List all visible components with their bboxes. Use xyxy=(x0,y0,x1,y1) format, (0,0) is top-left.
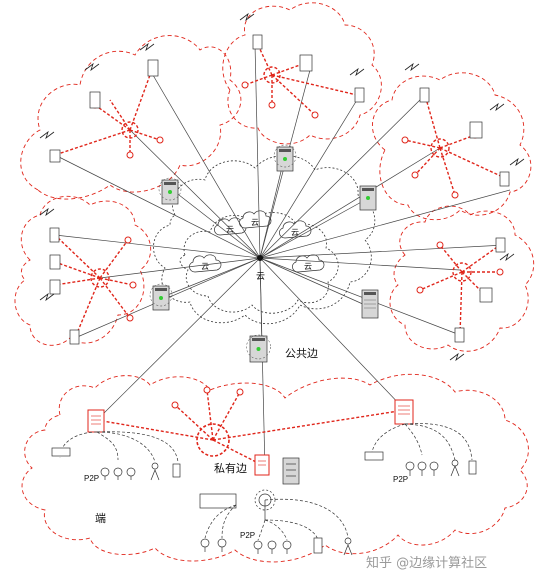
edge-servers xyxy=(149,144,379,363)
device-icon xyxy=(419,87,430,103)
region-right xyxy=(389,205,535,352)
device-icon xyxy=(354,87,365,103)
terminal-label: 端 xyxy=(95,512,106,525)
p2p-label-bottom: P2P xyxy=(240,531,255,540)
device-icon xyxy=(69,329,80,345)
document-icon xyxy=(394,399,414,425)
terminal-group-bottom xyxy=(199,457,353,556)
document-icon xyxy=(87,409,105,433)
hub-spokes xyxy=(54,44,511,471)
terminal-group-right xyxy=(364,423,477,477)
edge-hubs xyxy=(54,44,506,466)
region-top-left xyxy=(20,35,242,200)
server-icon xyxy=(361,289,379,319)
region-bottom xyxy=(21,373,529,563)
wireless-icons xyxy=(39,12,525,362)
server-icon xyxy=(246,334,271,363)
device-icon xyxy=(499,171,510,187)
doc-lines xyxy=(91,405,410,466)
devices xyxy=(49,34,510,345)
private-edge-docs xyxy=(87,399,414,476)
cloud-label: 云 xyxy=(201,262,209,271)
edge-hub xyxy=(452,262,472,282)
central-cloud xyxy=(153,155,376,324)
device-icon xyxy=(454,327,465,343)
edge-hub xyxy=(430,138,450,158)
device-icon xyxy=(89,91,101,109)
region-left xyxy=(14,195,152,346)
public-edge-label: 公共边 xyxy=(285,347,318,360)
server-icon xyxy=(149,283,173,311)
device-icon xyxy=(299,54,313,72)
device-icon xyxy=(49,279,61,295)
center-hub xyxy=(257,255,263,261)
device-icon xyxy=(495,237,506,253)
device-icon xyxy=(252,34,263,50)
server-icon xyxy=(158,177,182,205)
cloud-label: 云 xyxy=(291,228,299,237)
cloud-label: 云 xyxy=(304,262,312,271)
device-icon xyxy=(49,254,61,270)
device-icon xyxy=(469,121,483,139)
cloud-label: 云 xyxy=(226,225,234,234)
center-cloud-label: 云 xyxy=(256,271,265,281)
watermark: 知乎 @边缘计算社区 xyxy=(366,555,487,571)
cloud-label: 云 xyxy=(251,218,259,227)
region-top-right xyxy=(371,72,532,221)
private-edge-label: 私有边 xyxy=(214,461,247,475)
device-icon xyxy=(147,59,159,77)
private-edge-hub xyxy=(196,423,230,457)
device-icon xyxy=(479,287,493,303)
terminal-group-left xyxy=(51,431,181,481)
region-clouds xyxy=(14,2,535,563)
p2p-label-left: P2P xyxy=(84,474,99,483)
edge-hub xyxy=(90,268,110,288)
server-icon xyxy=(359,185,377,211)
device-icon xyxy=(49,227,60,243)
p2p-label-right: P2P xyxy=(393,475,408,484)
region-top-center xyxy=(222,2,382,145)
device-icon xyxy=(49,149,61,163)
inner-cloud-labels: 云 云 云 云 云 xyxy=(201,218,312,271)
server-icon xyxy=(273,144,297,172)
